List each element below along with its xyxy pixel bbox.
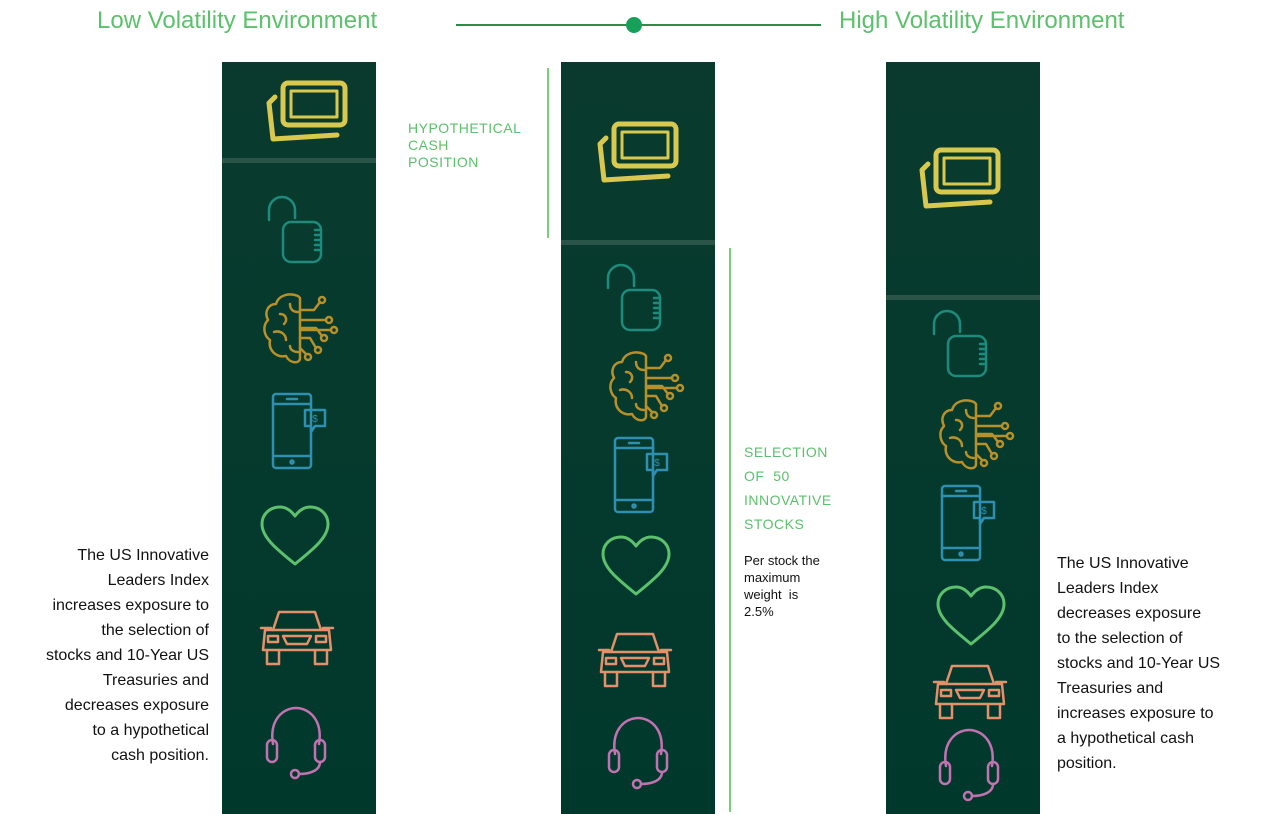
cash-bracket-line <box>547 68 549 238</box>
car-icon <box>597 632 673 688</box>
max-weight-line-1: Per stock the <box>744 553 820 568</box>
high-volatility-label: High Volatility Environment <box>839 7 1125 34</box>
cash-label-line-3: POSITION <box>408 154 479 170</box>
svg-text:$: $ <box>312 414 318 425</box>
volatility-slider-knob[interactable] <box>626 17 642 33</box>
left-desc-line-6: Treasuries and <box>102 672 209 689</box>
lock-icon <box>606 263 662 332</box>
right-desc-line-1: The US Innovative <box>1057 555 1189 572</box>
cash-position-label: HYPOTHETICAL CASH POSITION <box>408 120 544 171</box>
svg-text:$: $ <box>654 458 660 469</box>
phone-icon: $ <box>613 436 669 514</box>
selection-label: SELECTION OF 50 INNOVATIVE STOCKS <box>744 440 862 536</box>
volatility-slider-track-right <box>642 24 821 26</box>
selection-label-line-4: STOCKS <box>744 516 805 532</box>
cash-label-line-2: CASH <box>408 137 449 153</box>
high-volatility-column: $ <box>886 62 1040 814</box>
cash-icon <box>597 121 679 183</box>
left-desc-line-9: cash position. <box>111 747 209 764</box>
brain-icon <box>609 351 685 422</box>
high-volatility-description: The US Innovative Leaders Index decrease… <box>1057 551 1263 776</box>
right-desc-line-8: a hypothetical cash <box>1057 730 1194 747</box>
cash-icon <box>919 147 1001 209</box>
brain-icon <box>939 399 1015 470</box>
car-icon <box>259 610 335 666</box>
right-desc-line-4: to the selection of <box>1057 630 1183 647</box>
right-desc-line-5: stocks and 10-Year US <box>1057 655 1221 672</box>
low-volatility-description: The US Innovative Leaders Index increase… <box>0 543 209 768</box>
left-desc-line-8: to a hypothetical <box>92 722 209 739</box>
cash-stock-divider <box>561 240 715 245</box>
left-desc-line-4: the selection of <box>101 622 209 639</box>
right-desc-line-2: Leaders Index <box>1057 580 1159 597</box>
cash-icon <box>266 80 348 142</box>
max-weight-line-3: weight is <box>744 587 799 602</box>
left-desc-line-3: increases exposure to <box>52 597 209 614</box>
left-desc-line-1: The US Innovative <box>77 547 209 564</box>
volatility-slider-track-left <box>456 24 626 26</box>
brain-icon <box>263 293 339 364</box>
headset-icon <box>607 716 669 790</box>
headset-icon <box>265 706 327 780</box>
mid-volatility-column: $ <box>561 62 715 814</box>
lock-icon <box>932 309 988 378</box>
selection-label-line-2: OF 50 <box>744 468 790 484</box>
left-desc-line-5: stocks and 10-Year US <box>45 647 209 664</box>
left-desc-line-2: Leaders Index <box>107 572 209 589</box>
max-weight-line-2: maximum <box>744 570 801 585</box>
cash-label-line-1: HYPOTHETICAL <box>408 120 522 136</box>
right-desc-line-7: increases exposure to <box>1057 705 1214 722</box>
lock-icon <box>267 195 323 264</box>
selection-label-line-1: SELECTION <box>744 444 828 460</box>
max-weight-line-4: 2.5% <box>744 604 774 619</box>
cash-stock-divider <box>222 158 376 163</box>
right-desc-line-9: position. <box>1057 755 1117 772</box>
svg-text:$: $ <box>981 506 987 517</box>
headset-icon <box>938 728 1000 802</box>
right-desc-line-3: decreases exposure <box>1057 605 1202 622</box>
selection-label-line-3: INNOVATIVE <box>744 492 832 508</box>
car-icon <box>932 664 1008 720</box>
heart-icon <box>260 505 330 566</box>
phone-icon: $ <box>271 392 327 470</box>
heart-icon <box>601 535 671 596</box>
cash-stock-divider <box>886 295 1040 300</box>
heart-icon <box>936 585 1006 646</box>
left-desc-line-7: decreases exposure <box>64 697 209 714</box>
low-volatility-column: $ <box>222 62 376 814</box>
selection-bracket-line <box>729 248 731 812</box>
right-desc-line-6: Treasuries and <box>1057 680 1164 697</box>
phone-icon: $ <box>940 484 996 562</box>
max-weight-note: Per stock the maximum weight is 2.5% <box>744 552 854 620</box>
low-volatility-label: Low Volatility Environment <box>97 7 378 34</box>
